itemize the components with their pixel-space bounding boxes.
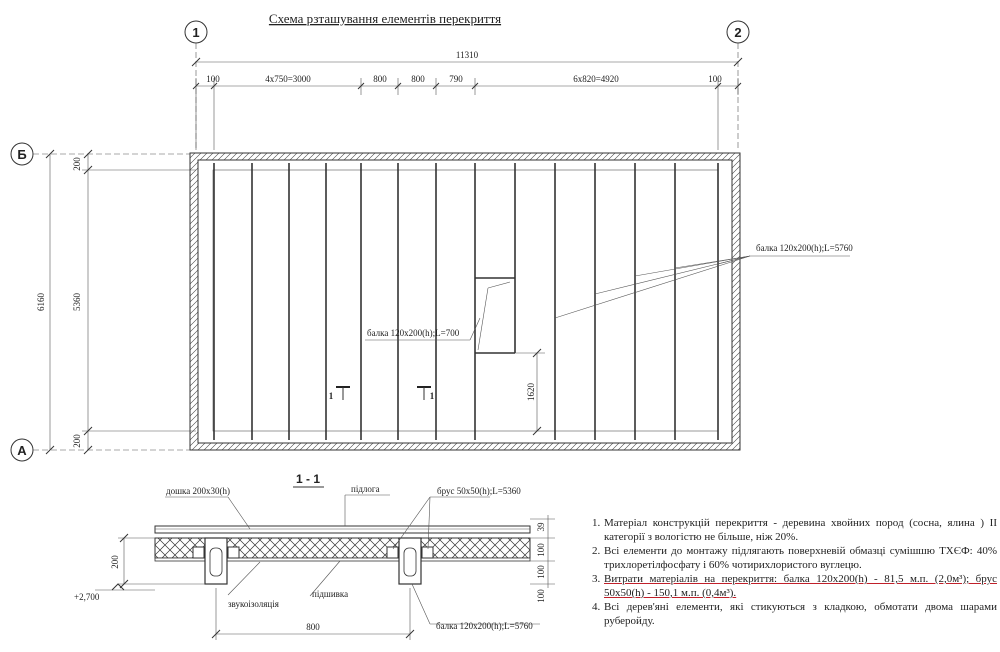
dim-overall: 11310 [191,50,743,67]
svg-text:800: 800 [373,74,387,84]
note-4: 4. Всі дерев'яні елементи, які стикуютьс… [592,601,997,627]
svg-text:А: А [17,443,27,458]
notes-block: 1. Матеріал конструкцій перекриття - дер… [592,516,997,628]
dim-left: 6160 200 5360 200 [36,149,196,455]
dim-segments: 100 4x750=3000 800 800 790 6x820=4920 10… [192,74,742,150]
svg-text:Б: Б [17,147,26,162]
section-mark-right: 1 [417,386,435,401]
note-1: 1. Матеріал конструкцій перекриття - дер… [592,517,997,543]
plan-title: Схема рзташування елементів перекриття [269,11,501,26]
svg-text:звукоізоляція: звукоізоляція [228,599,279,609]
section-mark-left: 1 [329,386,350,401]
callout-beam-section: балка 120x200(h);L=5760 [411,583,540,631]
svg-text:підшивка: підшивка [312,589,348,599]
callout-lining: підшивка [309,560,348,599]
svg-text:1: 1 [329,391,334,401]
svg-text:100: 100 [536,565,546,579]
svg-text:200: 200 [72,157,82,171]
svg-text:100: 100 [206,74,220,84]
plan-opening: 1620 [475,277,545,436]
svg-text:дошка 200x30(h): дошка 200x30(h) [166,486,230,496]
svg-text:5360: 5360 [72,293,82,312]
section-title: 1 - 1 [296,472,320,486]
leader-beam-short: балка 120x200(h);L=700 [365,317,481,341]
leader-beam-main: балка 120x200(h);L=5760 [554,243,853,319]
svg-text:балка 120x200(h);L=5760: балка 120x200(h);L=5760 [756,243,853,253]
plan-outline [189,152,741,451]
svg-text:100: 100 [536,543,546,557]
svg-text:6x820=4920: 6x820=4920 [573,74,619,84]
svg-text:200: 200 [72,434,82,448]
callout-floor: підлога [344,484,390,526]
svg-text:100: 100 [536,589,546,603]
axis-a-marker: А [10,438,190,462]
svg-text:4x750=3000: 4x750=3000 [265,74,311,84]
svg-text:800: 800 [411,74,425,84]
axis-2-marker: 2 [726,20,750,150]
svg-text:1: 1 [430,391,435,401]
svg-text:брус 50x50(h);L=5360: брус 50x50(h);L=5360 [437,486,521,496]
svg-text:1: 1 [192,25,199,40]
svg-text:2: 2 [734,25,741,40]
axis-b-marker: Б [10,142,190,166]
callout-board: дошка 200x30(h) [165,486,251,530]
svg-text:100: 100 [708,74,722,84]
svg-text:+2,700: +2,700 [74,592,100,602]
callout-bar: брус 50x50(h);L=5360 [392,486,521,550]
svg-text:6160: 6160 [36,293,46,312]
note-3: 3. Витрати матеріалів на перекриття: бал… [592,573,997,599]
axis-1-marker: 1 [184,20,208,150]
svg-text:балка 120x200(h);L=5760: балка 120x200(h);L=5760 [436,621,533,631]
svg-text:39: 39 [536,522,546,532]
svg-text:200: 200 [110,555,120,569]
section-drawing: 200 +2,700 39 100 100 100 800 [74,515,555,640]
svg-text:балка 120x200(h);L=700: балка 120x200(h);L=700 [367,328,460,338]
svg-text:800: 800 [306,622,320,632]
note-2: 2. Всі елементи до монтажу підлягають по… [592,545,997,571]
svg-text:1620: 1620 [526,383,536,402]
svg-text:підлога: підлога [351,484,380,494]
callout-insulation: звукоізоляція [227,561,279,609]
plan-beams [213,163,719,440]
svg-text:11310: 11310 [456,50,479,60]
svg-text:790: 790 [449,74,463,84]
